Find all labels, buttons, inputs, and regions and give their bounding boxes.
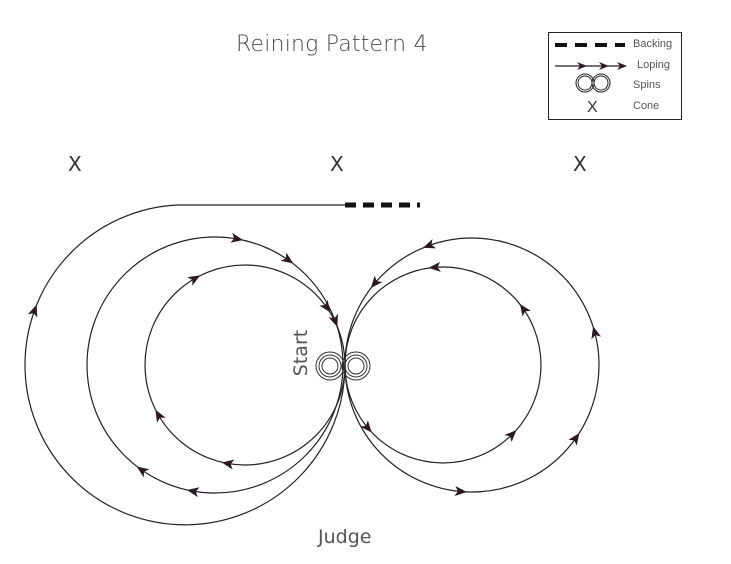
legend-spins-label: Spins <box>633 79 661 91</box>
arrowhead-12 <box>568 432 580 446</box>
diagram-title: Reining Pattern 4 <box>236 32 428 57</box>
arrowhead-6 <box>319 299 331 313</box>
cone-marker-center: X <box>330 152 344 176</box>
legend: Backing Loping Spins X Cone <box>548 32 682 120</box>
arrowhead-3 <box>186 487 200 498</box>
start-label: Start <box>290 329 313 377</box>
arrowhead-5 <box>187 275 201 286</box>
legend-backing-label: Backing <box>633 38 673 50</box>
arrowhead-7 <box>155 409 166 423</box>
arrowhead-14 <box>428 261 441 272</box>
cone-marker-left: X <box>68 152 82 176</box>
arrowhead-17 <box>360 420 372 433</box>
arrowhead-8 <box>221 459 235 470</box>
direction-arrows <box>27 232 602 498</box>
arrowhead-9 <box>422 238 436 249</box>
left-small-circle <box>144 264 346 466</box>
arrowhead-0 <box>230 232 244 243</box>
cone-marker-right: X <box>573 152 587 176</box>
arrowhead-16 <box>504 430 517 443</box>
judge-label: Judge <box>318 526 372 548</box>
arrowhead-13 <box>454 485 467 496</box>
arrowhead-2 <box>328 313 338 327</box>
legend-symbols <box>555 43 627 93</box>
large-run-path <box>24 204 346 526</box>
loping-symbol <box>555 62 627 70</box>
arrowhead-18 <box>27 304 38 318</box>
right-large-circle <box>344 237 600 493</box>
legend-loping-label: Loping <box>637 59 671 71</box>
arrowhead-11 <box>591 326 602 340</box>
spins-symbol <box>575 73 611 93</box>
arrowhead-1 <box>280 252 294 264</box>
spins-marker <box>315 351 371 381</box>
legend-cone-symbol: X <box>587 99 598 116</box>
legend-cone-label: Cone <box>633 100 660 112</box>
left-large-circle <box>86 236 344 494</box>
arrowhead-4 <box>136 466 150 478</box>
arrowhead-10 <box>370 275 383 288</box>
arrowhead-15 <box>519 303 531 317</box>
